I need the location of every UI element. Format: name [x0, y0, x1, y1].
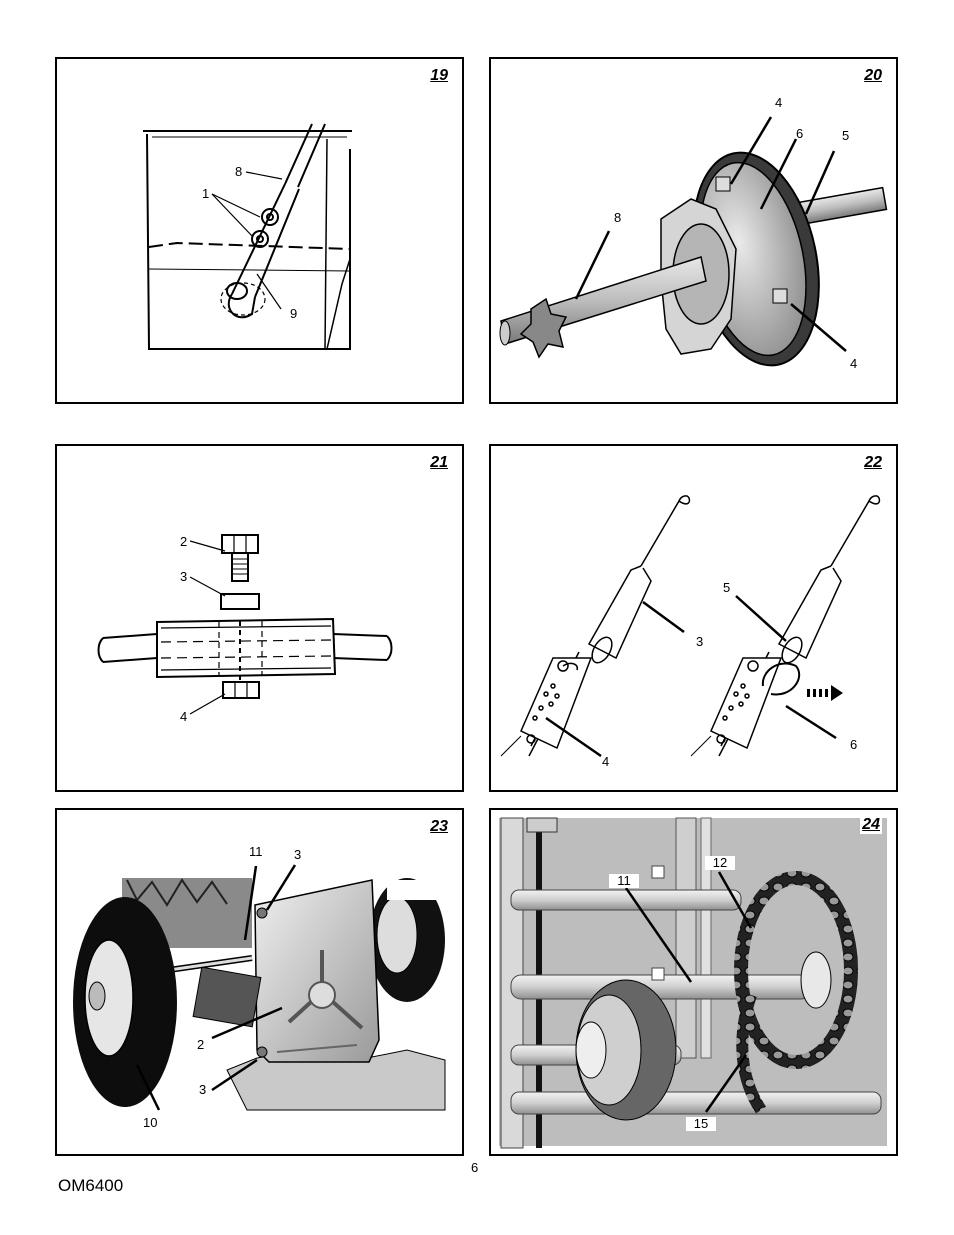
figure-19-illustration	[143, 123, 352, 350]
figure-number: 19	[430, 67, 448, 84]
figure-24: 24 11 12 15	[489, 808, 898, 1156]
callout-label: 6	[796, 126, 804, 141]
figure-number: 22	[864, 454, 882, 471]
callout-label: 1	[202, 186, 210, 201]
document-id: OM6400	[58, 1176, 124, 1195]
callout-label: 11	[609, 874, 639, 888]
callout-label: 9	[290, 306, 298, 321]
callout-label: 4	[602, 754, 610, 769]
callout-label: 12	[705, 856, 735, 870]
callout-label: 4	[850, 356, 858, 371]
callout-label: 5	[842, 128, 850, 143]
callout-label: 4	[180, 709, 188, 724]
callout-label: 2	[197, 1037, 205, 1052]
callout-label: 5	[723, 580, 731, 595]
figure-23: 23 11 3 2 3 10	[55, 808, 464, 1156]
figure-24-illustration	[499, 817, 887, 1149]
figure-number: 21	[430, 454, 448, 471]
figure-21: 21 2 3 4	[55, 444, 464, 792]
callout-label: 3	[180, 569, 188, 584]
callout-label: 3	[294, 847, 302, 862]
figure-22: 22 3 4 5 6	[489, 444, 898, 792]
callout-label: 3	[199, 1082, 207, 1097]
figure-20-illustration	[499, 116, 888, 367]
figure-number: 24	[860, 816, 882, 834]
callout-label: 3	[696, 634, 704, 649]
callout-label: 8	[235, 164, 243, 179]
figure-21-illustration	[97, 534, 393, 715]
figure-23-illustration	[73, 864, 446, 1111]
callout-label: 4	[775, 95, 783, 110]
figure-number: 20	[864, 67, 882, 84]
figure-22-illustration	[500, 495, 881, 758]
figure-number: 23	[430, 818, 448, 835]
callout-label: 10	[143, 1115, 158, 1130]
callout-label: 2	[180, 534, 188, 549]
callout-label: 6	[850, 737, 858, 752]
callout-label: 8	[614, 210, 622, 225]
figure-20: 20 4 6 5 8 4	[489, 57, 898, 404]
callout-label: 15	[686, 1117, 716, 1131]
page-number: 6	[471, 1160, 479, 1175]
callout-label: 11	[249, 844, 263, 859]
figure-19: 19 1 8 9	[55, 57, 464, 404]
